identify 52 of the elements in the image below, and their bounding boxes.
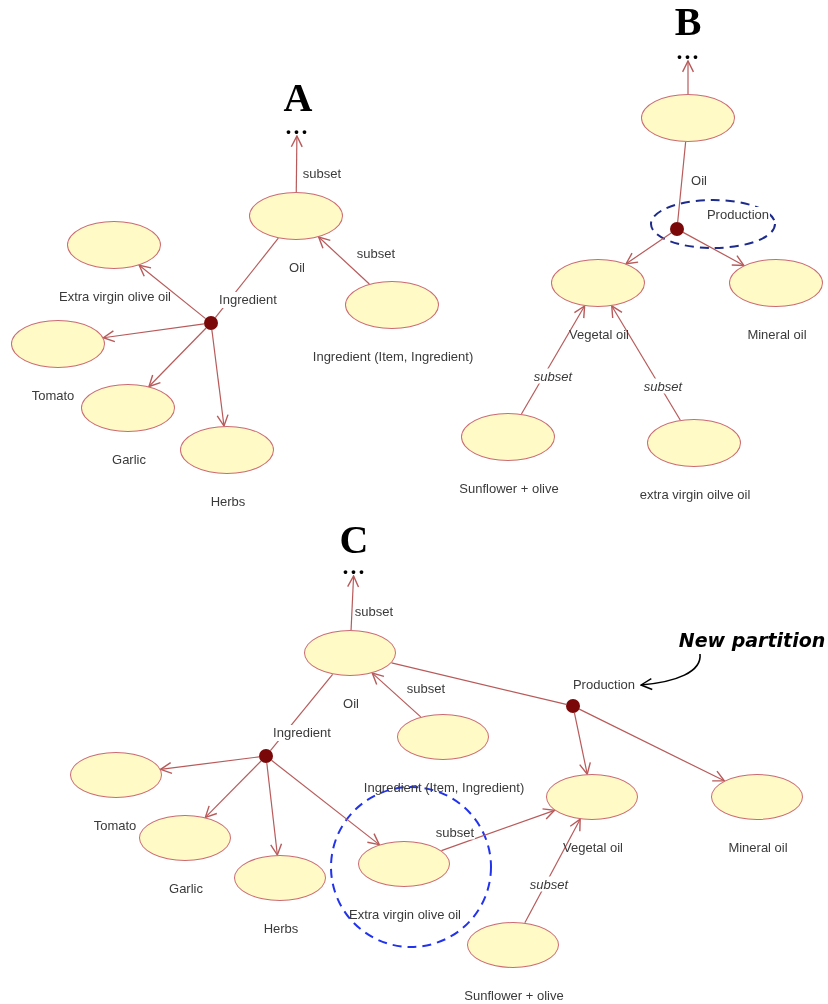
arrow (611, 305, 681, 421)
arrow (371, 672, 422, 718)
node-label: Ingredient (Item, Ingredient) (312, 349, 474, 365)
node-label: Tomato (93, 818, 137, 834)
arrow (625, 232, 672, 265)
node-label: extra virgin oilve oil (639, 487, 751, 503)
node-label: Garlic (112, 452, 146, 468)
arrow (204, 760, 262, 819)
ellipsis-text: ... (342, 560, 366, 574)
node-label: Ingredient (Item, Ingredient) (363, 780, 525, 796)
node-label: Oil (289, 260, 305, 276)
arrow (159, 756, 260, 775)
ellipsis-text: ... (676, 45, 700, 59)
node-label: Extra virgin olive oil (59, 289, 171, 305)
node-label: Mineral oil (747, 327, 807, 343)
panel-letter: B (674, 2, 702, 42)
annotation-text: New partition (678, 629, 826, 651)
node-label: Sunflower + olive (459, 481, 559, 497)
node-label: Vegetal oil (569, 327, 629, 343)
arrow (346, 575, 360, 631)
edge-label: subset (528, 876, 570, 892)
ellipsis-text: ... (285, 120, 309, 134)
node-label: Oil (691, 173, 707, 189)
panel-letter: C (339, 520, 369, 560)
arrow (290, 135, 303, 193)
edge-label: subset (642, 378, 684, 394)
arrow (148, 327, 207, 388)
node-label: Herbs (263, 921, 299, 937)
node-label: Extra virgin olive oil (349, 907, 461, 923)
arrow (317, 236, 370, 285)
arrow (266, 762, 283, 856)
panel-letter: A (283, 78, 313, 118)
arrow (681, 60, 695, 95)
node-label: Garlic (169, 881, 203, 897)
node-label: Mineral oil (728, 840, 788, 856)
junction-label: Ingredient (272, 725, 332, 741)
node-label: Herbs (210, 494, 246, 510)
arrow (270, 759, 380, 846)
arrow (211, 329, 229, 427)
edge-label: subset (532, 368, 574, 384)
node-label: Oil (343, 696, 359, 712)
arrow (578, 708, 725, 782)
arrow (573, 712, 591, 775)
node-label: Sunflower + olive (464, 988, 564, 1004)
arrow (440, 808, 556, 852)
arrow (102, 323, 205, 343)
arrow (138, 264, 207, 320)
node-label: Tomato (31, 388, 75, 404)
junction-label: Ingredient (218, 292, 278, 308)
arrow (682, 231, 745, 267)
node-label: Vegetal oil (563, 840, 623, 856)
arrow (640, 653, 701, 690)
